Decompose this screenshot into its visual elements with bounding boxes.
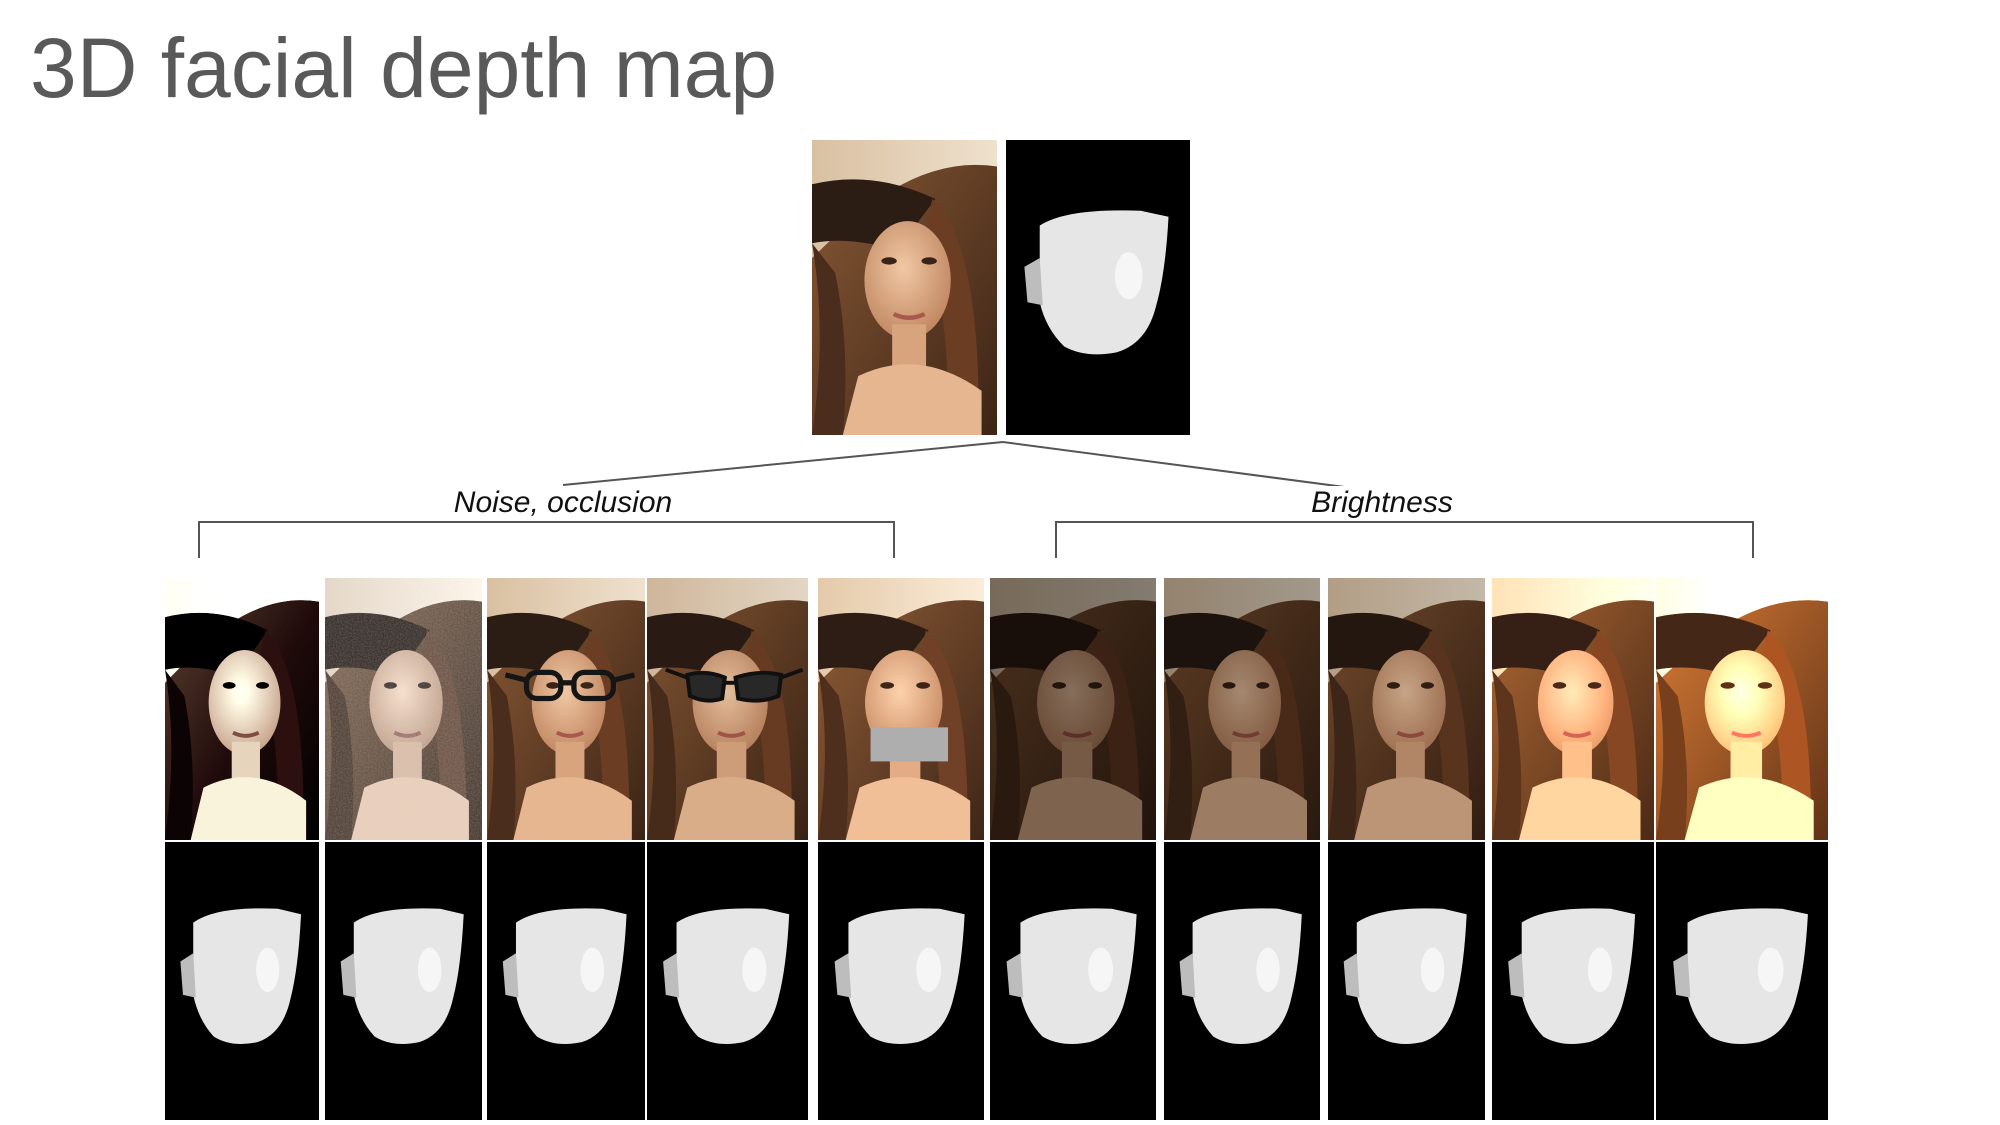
original-depth-map [1006, 140, 1190, 435]
variant-photo-brightest [1656, 578, 1828, 840]
variant-photo-dark [1328, 578, 1485, 840]
branch-line-left [562, 441, 1004, 486]
variant-depth-map-bright [1492, 842, 1654, 1120]
variant-depth-map-eyeglasses-occlusion [487, 842, 645, 1120]
sunglasses-icon [665, 667, 804, 703]
bracket-brightness [1055, 521, 1754, 558]
variant-photo-darker [1164, 578, 1320, 840]
variant-depth-map-darkest [990, 842, 1156, 1120]
original-photo [812, 140, 997, 435]
variant-photo-darkest [990, 578, 1156, 840]
variant-depth-map-dark [1328, 842, 1485, 1120]
variant-depth-map-darker [1164, 842, 1320, 1120]
variant-photo-sunglasses-occlusion [647, 578, 808, 840]
eyeglasses-icon [504, 669, 636, 702]
variant-photo-high-contrast [165, 578, 319, 840]
variant-photo-mouth-occlusion-gray-box [818, 578, 984, 840]
variant-depth-map-brightest [1656, 842, 1828, 1120]
group-label-brightness: Brightness [1307, 486, 1457, 520]
bracket-noise-occlusion [198, 521, 895, 558]
occlusion-box [870, 727, 949, 762]
variant-depth-map-mouth-occlusion-gray-box [818, 842, 984, 1120]
variant-photo-eyeglasses-occlusion [487, 578, 645, 840]
slide-title: 3D facial depth map [30, 21, 778, 115]
variant-depth-map-noise [325, 842, 482, 1120]
variant-depth-map-high-contrast [165, 842, 319, 1120]
branch-line-right [1002, 441, 1391, 494]
variant-photo-noise [325, 578, 482, 840]
variant-photo-bright [1492, 578, 1654, 840]
group-label-noise-occlusion: Noise, occlusion [449, 486, 677, 520]
variant-depth-map-sunglasses-occlusion [647, 842, 808, 1120]
